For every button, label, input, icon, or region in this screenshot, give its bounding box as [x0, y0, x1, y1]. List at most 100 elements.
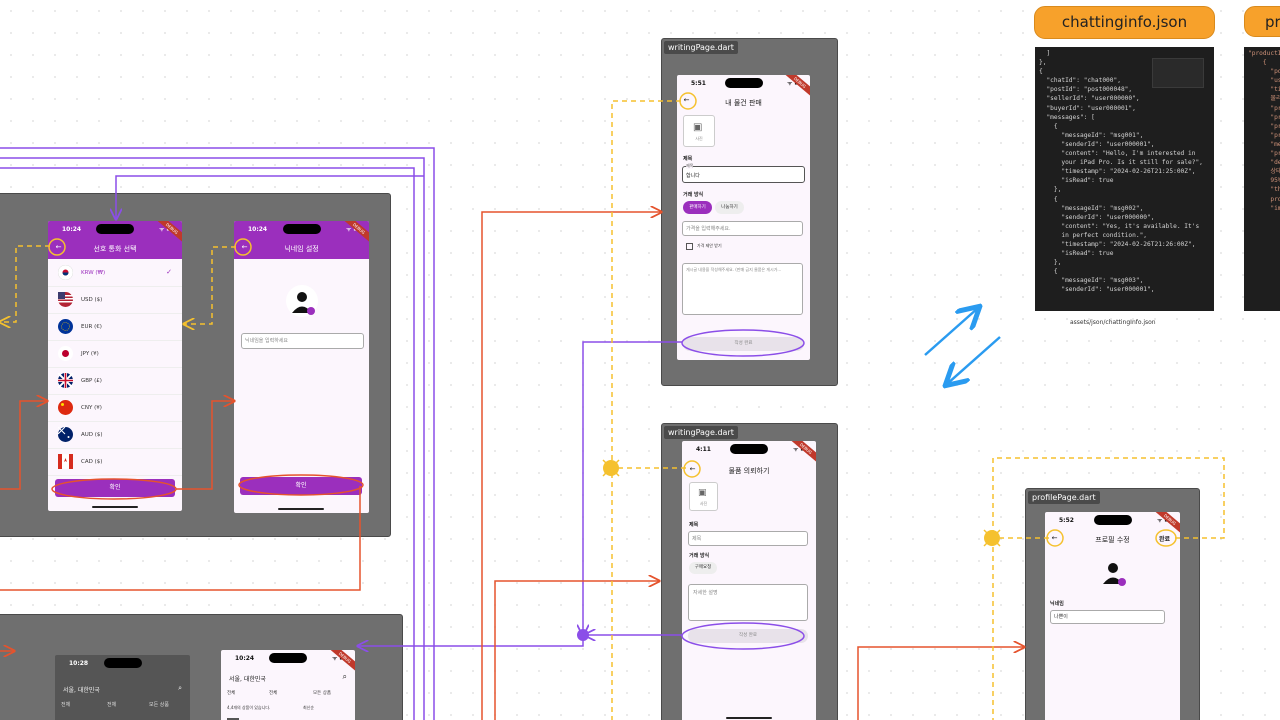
camera-button[interactable]: ▣ 사진: [689, 482, 718, 511]
currency-label: GBP (£): [81, 378, 102, 384]
signal-icon: ᯤ ▬: [786, 80, 800, 87]
page-title: 프로필 수정: [1095, 536, 1130, 544]
status-time: 10:28: [69, 660, 89, 667]
frame-label: writingPage.dart: [664, 41, 738, 54]
title-label: 제목: [683, 156, 693, 162]
flag-icon: [58, 346, 73, 361]
status-bar: 5:51 ᯤ ▬: [677, 75, 810, 91]
camera-button[interactable]: ▣ 사진: [683, 115, 715, 147]
avatar-icon[interactable]: [286, 285, 318, 317]
status-time: 10:24: [248, 226, 268, 233]
dynamic-island: [96, 224, 134, 234]
title-label: 제목: [689, 522, 699, 528]
product-thumbnail: [227, 718, 239, 720]
method-sell-chip[interactable]: 판매하기: [683, 201, 712, 214]
violet-line-1: [0, 147, 435, 720]
submit-button[interactable]: 작성 완료: [683, 337, 804, 351]
nickname-label: 닉네임: [1050, 601, 1064, 607]
currency-item[interactable]: CNY (¥): [48, 394, 182, 422]
red-currency-to-nickname: [176, 401, 234, 490]
filter-3[interactable]: 모든 상품: [313, 691, 331, 696]
photo-label: 사진: [695, 136, 703, 141]
nickname-input[interactable]: 나쁜이: [1050, 610, 1165, 624]
title-value: 합니다: [686, 173, 700, 179]
currency-item[interactable]: JPY (¥): [48, 340, 182, 368]
status-time: 5:51: [691, 80, 706, 87]
filter-3[interactable]: 모든 상품: [149, 702, 169, 708]
signal-icon: ᯤ ▬: [345, 226, 359, 233]
violet-node: [577, 629, 589, 641]
home-indicator: [278, 508, 324, 510]
back-arrow-icon[interactable]: ←: [241, 243, 248, 251]
nickname-screen: 10:24 ᯤ ▬ DEBUG ← 닉네임 설정 닉네임을 입력하세요 확인: [234, 221, 369, 513]
confirm-button[interactable]: 확인: [55, 479, 175, 497]
method-request-chip[interactable]: 구매요청: [689, 562, 717, 574]
confirm-button[interactable]: 확인: [240, 477, 362, 495]
search-icon[interactable]: ⌕: [178, 684, 182, 692]
flag-icon: [58, 454, 73, 469]
submit-button[interactable]: 작성 완료: [688, 629, 808, 643]
check-icon: ✓: [166, 268, 172, 276]
method-share-chip[interactable]: 나눔하기: [715, 201, 744, 214]
flag-icon: [57, 372, 74, 389]
home-indicator: [726, 717, 772, 719]
location-title[interactable]: 서울, 대한민국: [229, 676, 266, 683]
method-label: 거래 방식: [683, 192, 704, 198]
home-screen-a: 10:28 서울, 대한민국 ⌕ 전체 전체 모든 상품: [55, 655, 190, 720]
currency-item[interactable]: GBP (£): [48, 367, 182, 395]
sync-arrow-down: [947, 336, 1001, 384]
sell-screen: 5:51 ᯤ ▬ DEBUG ← 내 물건 판매 ▣ 사진 제목 제목 합니다 …: [677, 75, 810, 360]
currency-item[interactable]: CAD ($): [48, 448, 182, 476]
red-to-profile: [857, 647, 1024, 720]
status-bar: 10:24 ᯤ ▬: [234, 221, 369, 237]
currency-item[interactable]: USD ($): [48, 286, 182, 314]
flag-icon: [58, 319, 73, 334]
dynamic-island: [282, 224, 321, 234]
camera-icon: ▣: [698, 488, 707, 498]
filter-2[interactable]: 전체: [269, 691, 278, 696]
description-input[interactable]: 자세한 설명: [688, 584, 808, 621]
frame-label: profilePage.dart: [1028, 491, 1100, 504]
back-arrow-icon[interactable]: ←: [55, 243, 62, 251]
filter-1[interactable]: 전체: [227, 691, 236, 696]
back-arrow-icon[interactable]: ←: [683, 96, 690, 104]
avatar-icon[interactable]: [1097, 556, 1129, 588]
yellow-node-profile-x: [983, 529, 1001, 547]
search-icon[interactable]: ⌕: [342, 672, 347, 681]
sort-dropdown[interactable]: 최신순: [303, 705, 315, 710]
request-screen: 4:11 ᯤ ▬ DEBUG ← 물품 의뢰하기 ▣ 사진 제목 제목 거래 방…: [682, 441, 816, 720]
title-floating-label: 제목: [686, 163, 694, 169]
page-title: 선호 통화 선택: [93, 245, 137, 253]
currency-item[interactable]: KRW (₩)✓: [48, 259, 182, 287]
profile-screen: 5:52 ᯤ ▬ DEBUG ← 프로필 수정 완료 닉네임 나쁜이: [1045, 512, 1180, 720]
offer-checkbox[interactable]: [686, 243, 693, 250]
title-input[interactable]: 제목: [688, 531, 808, 546]
signal-icon: ᯤ ▬: [792, 446, 806, 453]
currency-appbar: 10:24 ᯤ ▬ DEBUG ← 선호 통화 선택: [48, 221, 182, 259]
filter-2[interactable]: 전체: [107, 702, 117, 708]
offer-checkbox-label: 가격 제안 받기: [697, 243, 722, 248]
currency-item[interactable]: EUR (€): [48, 313, 182, 341]
currency-label: JPY (¥): [81, 351, 99, 357]
description-input[interactable]: 게시글 내용을 작성해주세요. (판매 금지 물품은 게시가...: [682, 263, 803, 315]
dynamic-island: [1093, 515, 1132, 525]
nickname-input[interactable]: 닉네임을 입력하세요: [241, 333, 364, 349]
nickname-back-highlight: [234, 238, 252, 256]
filter-1[interactable]: 전체: [61, 702, 71, 708]
status-bar: 10:24 ᯤ ▬: [48, 221, 182, 237]
currency-item[interactable]: AUD ($): [48, 421, 182, 449]
request-submit-highlight: [681, 622, 805, 650]
violet-line-2: [0, 157, 425, 720]
red-to-sell: [481, 212, 661, 720]
chat-json-code: ] }, { "chatId": "chat000", "postId": "p…: [1035, 47, 1214, 311]
status-bar: 4:11 ᯤ ▬: [682, 441, 816, 457]
location-title[interactable]: 서울, 대한민국: [63, 687, 100, 694]
yellow-nickname-back: [184, 246, 236, 324]
title-input[interactable]: 제목 합니다: [682, 163, 805, 183]
flag-icon: [58, 400, 73, 415]
back-arrow-icon[interactable]: ←: [689, 465, 696, 473]
done-button[interactable]: 완료: [1158, 536, 1170, 543]
back-arrow-icon[interactable]: ←: [1051, 534, 1058, 542]
price-input[interactable]: 가격을 입력해주세요.: [682, 221, 803, 236]
